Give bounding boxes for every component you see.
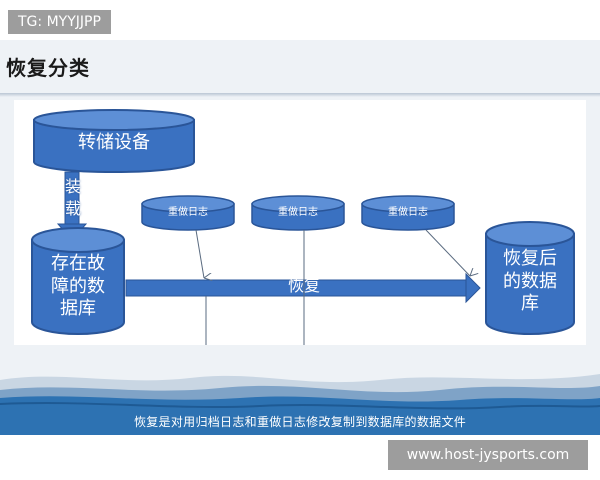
redo-log-cylinder-2 bbox=[251, 195, 345, 231]
slide-caption: 恢复是对用归档日志和重做日志修改复制到数据库的数据文件 bbox=[133, 415, 467, 429]
redo-log-label-3: 重做日志 bbox=[388, 207, 428, 218]
restored-database-label-line-3: 库 bbox=[521, 293, 539, 314]
slide-title: 恢复分类 bbox=[6, 56, 90, 80]
slide: 恢复分类 bbox=[0, 40, 600, 435]
storage-device-cylinder bbox=[33, 109, 195, 173]
load-label: 装载 bbox=[64, 177, 81, 218]
redo-log-label-2: 重做日志 bbox=[278, 207, 318, 218]
watermark-top: TG: MYYJJPP bbox=[8, 10, 111, 34]
restored-database-label: 恢复后 的数据 库 bbox=[486, 248, 574, 316]
faulty-database-label: 存在故 障的数 据库 bbox=[32, 253, 124, 321]
recover-label: 恢复 bbox=[287, 276, 320, 295]
redo-log-label-1: 重做日志 bbox=[168, 207, 208, 218]
wave-graphic bbox=[0, 374, 600, 435]
diagram-canvas bbox=[31, 109, 575, 345]
faulty-database-label-line-1: 存在故 bbox=[51, 253, 105, 274]
storage-device-label: 转储设备 bbox=[78, 132, 150, 153]
restored-database-label-line-2: 的数据 bbox=[503, 270, 557, 292]
recover-arrow bbox=[125, 272, 481, 304]
redo-log-cylinder-1 bbox=[141, 195, 235, 231]
redo-connector-lines bbox=[195, 229, 470, 345]
title-divider bbox=[0, 93, 600, 97]
restored-database-cylinder bbox=[485, 221, 575, 335]
redo-log-cylinder-3 bbox=[361, 195, 455, 231]
faulty-database-label-line-3: 据库 bbox=[60, 298, 96, 319]
recovery-diagram: 转储设备 装载 存在故 障的数 据库 重做日志 重做日志 重做日志 恢复 恢复后… bbox=[14, 100, 586, 345]
faulty-database-label-line-2: 障的数 bbox=[51, 275, 105, 297]
restored-database-label-line-1: 恢复后 bbox=[503, 248, 557, 269]
faulty-database-cylinder bbox=[31, 227, 125, 335]
decorative-wave bbox=[0, 360, 600, 435]
watermark-bottom: www.host-jysports.com bbox=[388, 440, 588, 470]
